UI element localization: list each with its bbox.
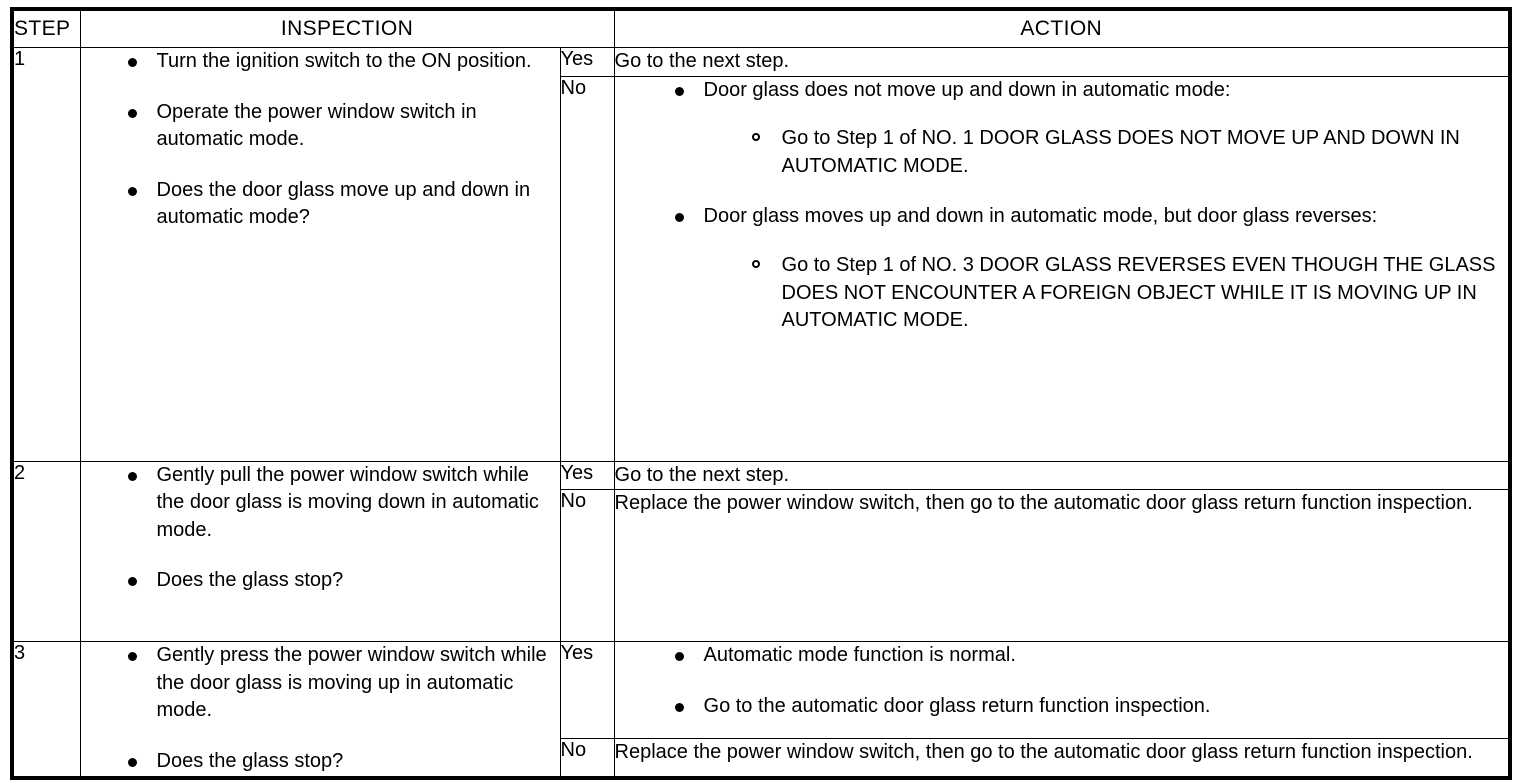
list-item-text: Does the door glass move up and down in … (156, 178, 531, 229)
list-item: Operate the power window switch in autom… (127, 99, 560, 154)
list-item-text: Does the glass stop? (156, 569, 344, 592)
filled-bullet-icon (127, 757, 137, 767)
list-item: Door glass moves up and down in automati… (674, 203, 1509, 335)
filled-bullet-icon (127, 471, 137, 481)
hollow-bullet-icon (751, 259, 760, 268)
list-item: Does the glass stop? (127, 567, 560, 595)
step-number: 2 (11, 460, 81, 643)
answer-label-yes: Yes (559, 641, 615, 740)
filled-bullet-icon (674, 702, 684, 712)
filled-bullet-icon (127, 577, 137, 587)
list-item: Go to Step 1 of NO. 3 DOOR GLASS REVERSE… (751, 252, 1509, 335)
table-row: 1 Turn the ignition switch to the ON pos… (11, 47, 1511, 462)
list-item-text: Gently pull the power window switch whil… (156, 463, 539, 541)
action-bullet-list: Door glass does not move up and down in … (674, 77, 1509, 335)
filled-bullet-icon (674, 86, 684, 96)
inspection-bullet-list: Gently pull the power window switch whil… (127, 462, 560, 595)
action-cell-step-3-no: Replace the power window switch, then go… (613, 738, 1511, 779)
list-item: Automatic mode function is normal. (674, 642, 1509, 670)
list-item: Does the glass stop? (127, 748, 560, 776)
action-text: Go to the next step. (614, 463, 790, 486)
list-item-text: Door glass does not move up and down in … (703, 78, 1231, 101)
action-cell-step-2-yes: Go to the next step. (613, 460, 1511, 491)
diagnostic-inspection-table: STEP INSPECTION ACTION 1 Turn the igniti… (10, 7, 1513, 780)
answer-label-yes: Yes (559, 47, 615, 77)
list-item: Turn the ignition switch to the ON posit… (127, 48, 560, 76)
table-row: No Door glass does not move up and down … (12, 75, 1511, 462)
list-item: Go to Step 1 of NO. 1 DOOR GLASS DOES NO… (751, 125, 1509, 180)
list-item: Door glass does not move up and down in … (674, 77, 1509, 181)
inspection-bullet-list: Gently press the power window switch whi… (127, 642, 560, 776)
list-item-text: Automatic mode function is normal. (703, 644, 1016, 667)
column-header-step: STEP (11, 8, 81, 48)
table-row: No Replace the power window switch, then… (12, 738, 1511, 779)
list-item: Go to the automatic door glass return fu… (674, 693, 1509, 721)
filled-bullet-icon (674, 213, 684, 223)
filled-bullet-icon (127, 652, 137, 662)
answer-label-no: No (559, 738, 615, 779)
list-item-text: Go to Step 1 of NO. 1 DOOR GLASS DOES NO… (781, 127, 1460, 177)
table-row: 2 Gently pull the power window switch wh… (11, 460, 1511, 643)
list-item-text: Operate the power window switch in autom… (156, 100, 477, 151)
action-cell-step-2-no: Replace the power window switch, then go… (613, 489, 1511, 643)
action-text: Replace the power window switch, then go… (614, 741, 1473, 764)
action-cell-step-1-no: Door glass does not move up and down in … (613, 75, 1511, 462)
action-sub-bullet-list: Go to Step 1 of NO. 1 DOOR GLASS DOES NO… (704, 125, 1509, 180)
column-header-action: ACTION (613, 8, 1511, 48)
list-item-text: Turn the ignition switch to the ON posit… (156, 50, 532, 72)
list-item: Gently press the power window switch whi… (127, 642, 560, 725)
list-item-text: Gently press the power window switch whi… (156, 644, 547, 722)
action-sub-bullet-list: Go to Step 1 of NO. 3 DOOR GLASS REVERSE… (704, 252, 1509, 335)
list-item-text: Does the glass stop? (156, 749, 344, 772)
list-item: Does the door glass move up and down in … (127, 177, 560, 232)
list-item-text: Door glass moves up and down in automati… (703, 205, 1378, 228)
filled-bullet-icon (127, 108, 137, 118)
hollow-bullet-icon (751, 133, 760, 142)
action-text: Replace the power window switch, then go… (614, 492, 1473, 515)
action-cell-step-1-yes: Go to the next step. (613, 47, 1511, 77)
inspection-bullet-list: Turn the ignition switch to the ON posit… (127, 48, 560, 232)
filled-bullet-icon (127, 58, 137, 67)
action-bullet-list: Automatic mode function is normal. Go to… (674, 642, 1509, 721)
table-row: No Replace the power window switch, then… (12, 489, 1511, 643)
table-row: 3 Gently press the power window switch w… (11, 641, 1511, 779)
table-header-row: STEP INSPECTION ACTION (11, 8, 1511, 48)
answer-label-no: No (559, 489, 615, 643)
filled-bullet-icon (127, 186, 137, 196)
list-item: Gently pull the power window switch whil… (127, 462, 560, 545)
list-item-text: Go to the automatic door glass return fu… (703, 694, 1211, 717)
step-number: 1 (11, 47, 81, 462)
inspection-cell-step-1: Turn the ignition switch to the ON posit… (79, 47, 561, 462)
inspection-cell-step-3: Gently press the power window switch whi… (79, 641, 561, 779)
action-cell-step-3-yes: Automatic mode function is normal. Go to… (613, 641, 1511, 740)
inspection-cell-step-2: Gently pull the power window switch whil… (79, 460, 561, 643)
action-text: Go to the next step. (614, 50, 790, 72)
step-number: 3 (11, 641, 81, 779)
filled-bullet-icon (674, 652, 684, 662)
answer-label-yes: Yes (559, 460, 615, 491)
column-header-inspection: INSPECTION (79, 8, 615, 48)
list-item-text: Go to Step 1 of NO. 3 DOOR GLASS REVERSE… (781, 253, 1496, 332)
answer-label-no: No (559, 75, 615, 462)
